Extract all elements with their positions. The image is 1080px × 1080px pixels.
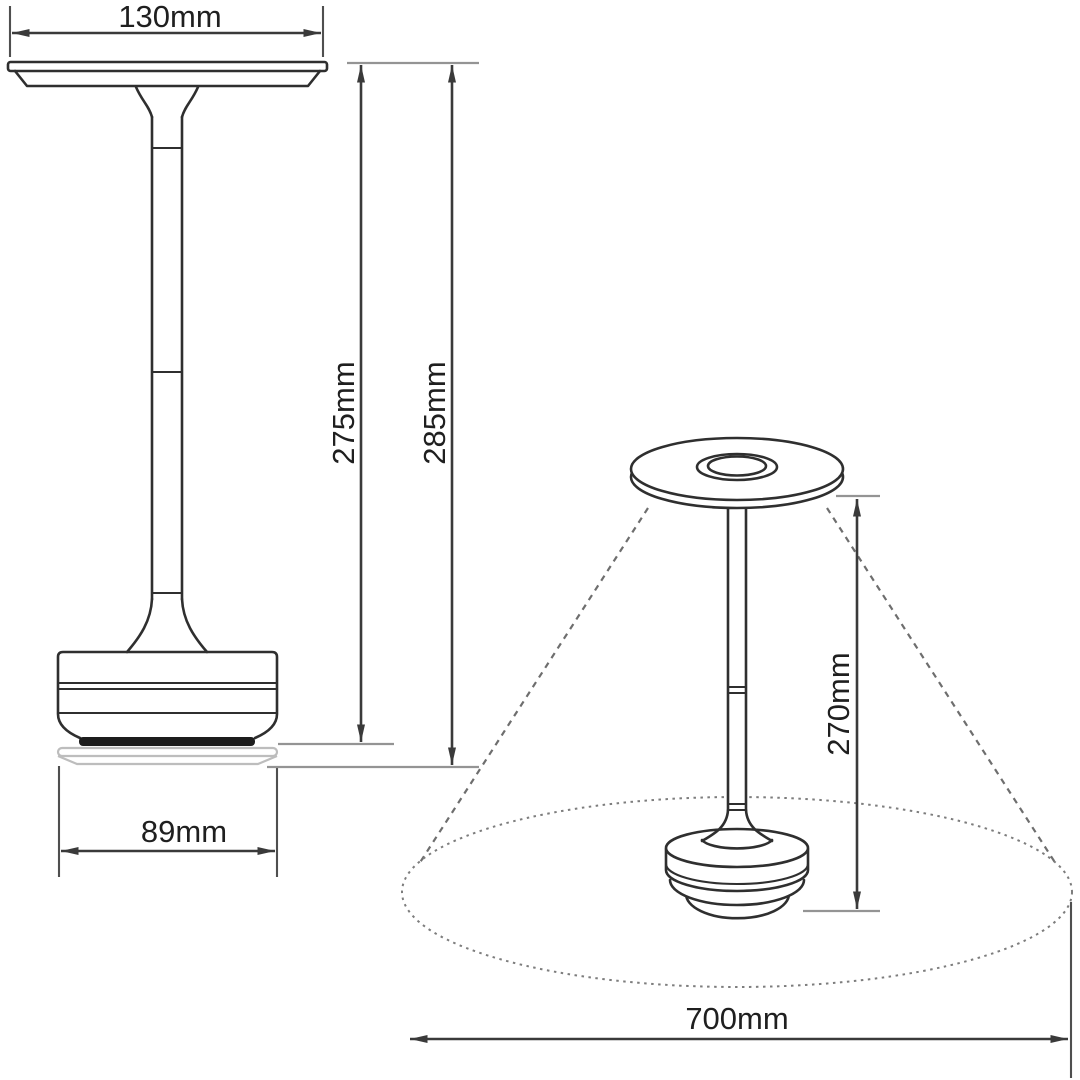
stem-base-flare [700,808,730,843]
stem-base-flare [744,808,774,843]
head-width-label: 130mm [118,0,221,34]
cone-edge-right [826,507,1057,865]
lamp-height-label: 275mm [326,361,361,464]
cone-edge-left [418,507,649,865]
lamp-head-bevel [13,69,322,88]
ghost-skirt [57,754,278,766]
base-crater [700,838,774,850]
pole-base-flare [125,597,154,654]
light-diameter-label: 700mm [685,1001,788,1036]
base-width-label: 89mm [141,814,227,849]
lamp-neck [134,85,154,119]
dim-lamp-height-front: 275mm [326,65,365,742]
lamp-perspective-view [629,436,845,920]
lamp-head-plate [6,60,329,73]
lamp-base-outline [56,650,279,740]
dim-overall-height: 285mm [417,65,456,765]
dim-base-width: 89mm [57,766,279,877]
head-center-ring-inner [706,455,768,477]
ghost-ring [56,746,279,758]
overall-height-label: 285mm [417,361,452,464]
pole-base-flare [180,597,209,654]
stem-mask [728,506,746,812]
lamp-front-view [6,60,329,746]
dim-lamp-height-perspective: 270mm [803,494,880,913]
base-bottom-band [79,737,255,746]
charging-pad-ghost [56,746,279,766]
base-groove [664,862,810,886]
dim-light-diameter: 700mm [410,902,1073,1078]
lamp-neck [180,85,200,119]
perspective-height-label: 270mm [821,652,856,755]
dim-head-width: 130mm [8,0,325,57]
